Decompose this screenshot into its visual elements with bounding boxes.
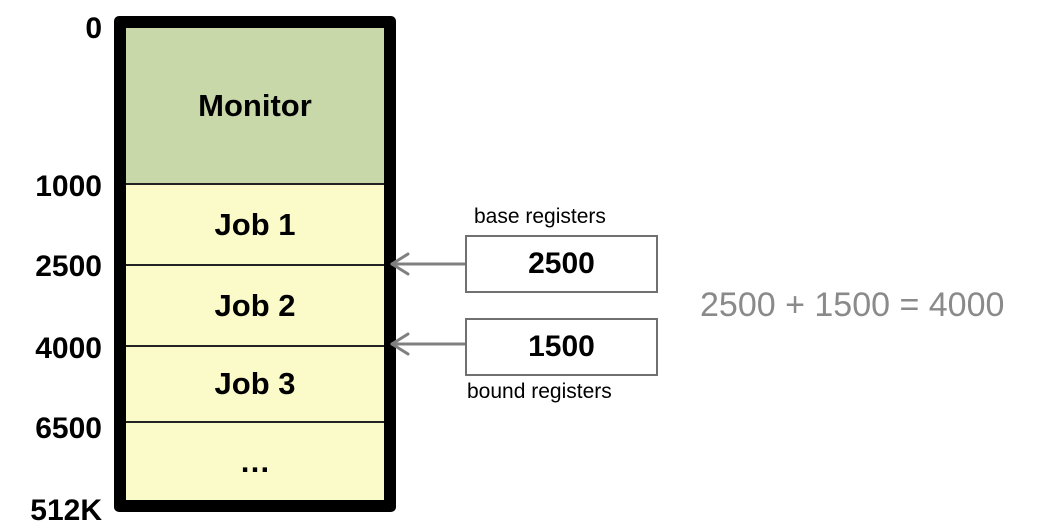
address-label-2500: 2500 <box>35 250 102 283</box>
segment-job-3: Job 3 <box>126 345 384 421</box>
address-label-6500: 6500 <box>35 412 102 445</box>
memory-block: Monitor Job 1 Job 2 Job 3 … <box>114 16 396 512</box>
segment-remaining: … <box>126 421 384 500</box>
address-label-1000: 1000 <box>35 170 102 203</box>
bound-register-caption: bound registers <box>467 380 612 403</box>
segment-job-1: Job 1 <box>126 183 384 264</box>
base-arrow-head <box>390 252 410 276</box>
segment-job-2: Job 2 <box>126 264 384 345</box>
segment-monitor: Monitor <box>126 28 384 183</box>
address-label-512k: 512K <box>30 494 102 527</box>
bound-register-box: 1500 <box>465 318 658 376</box>
address-label-4000: 4000 <box>35 332 102 365</box>
address-label-0: 0 <box>85 12 102 45</box>
base-register-box: 2500 <box>465 235 658 293</box>
base-register-caption: base registers <box>474 205 606 228</box>
bound-arrow-head <box>390 332 410 356</box>
address-equation: 2500 + 1500 = 4000 <box>700 286 1005 324</box>
